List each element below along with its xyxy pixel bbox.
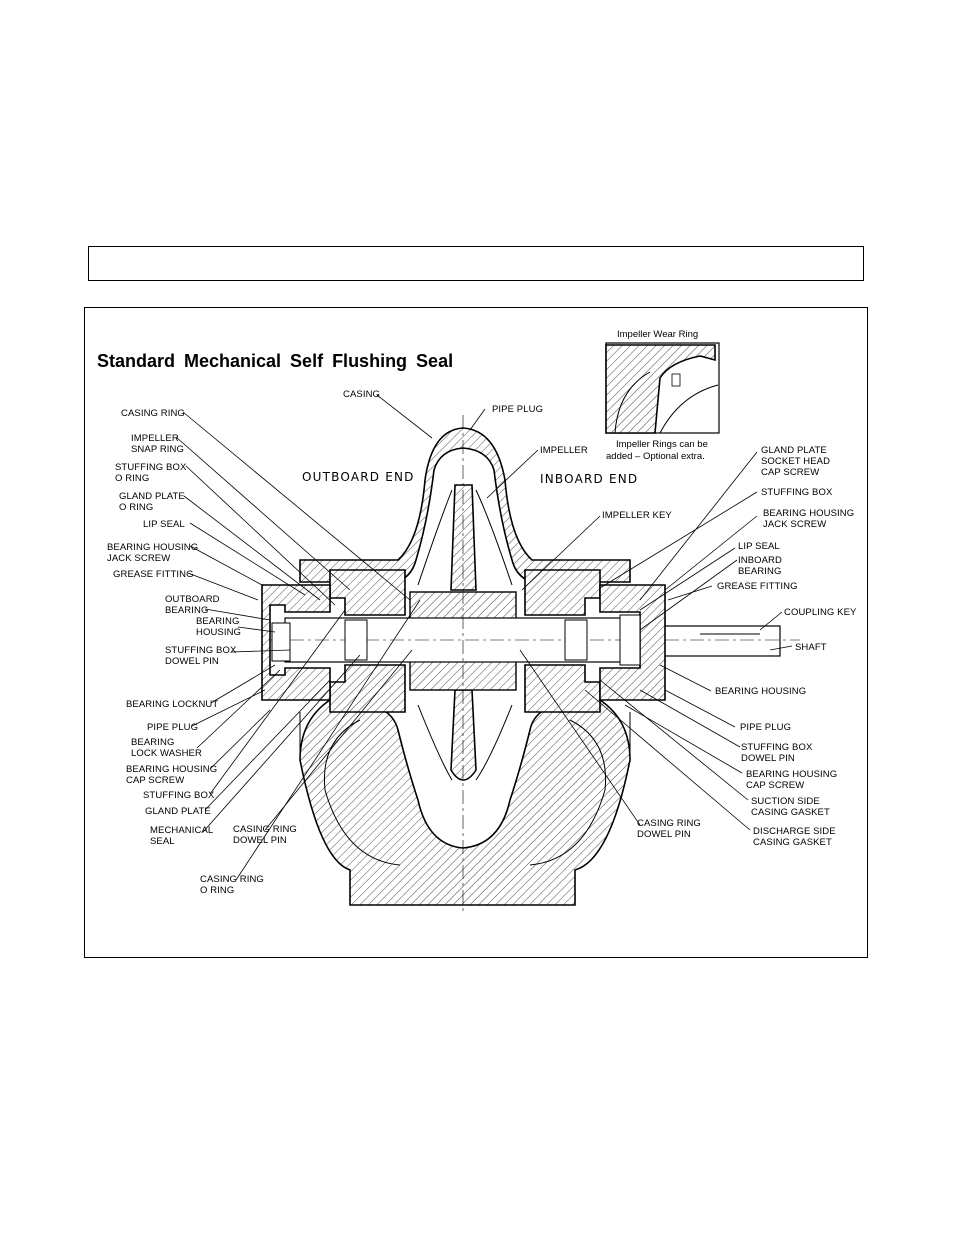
label-lip-seal-left: LIP SEAL <box>143 519 185 530</box>
label-gland-plate-o-ring-1: GLAND PLATE <box>119 491 185 502</box>
label-impeller-snap-ring-1: IMPELLER <box>131 433 179 444</box>
label-pipe-plug-left: PIPE PLUG <box>147 722 198 733</box>
leader-lines <box>175 394 793 881</box>
label-bh-cap-screw-right-2: CAP SCREW <box>746 780 804 791</box>
label-casing-ring-dowel-right-1: CASING RING <box>637 818 701 829</box>
label-lip-seal-right: LIP SEAL <box>738 541 780 552</box>
label-bearing-lock-washer-2: LOCK WASHER <box>131 748 202 759</box>
inboard-end-label: INBOARD END <box>540 472 638 486</box>
label-stuffing-box-o-ring-1: STUFFING BOX <box>115 462 187 473</box>
label-coupling-key: COUPLING KEY <box>784 607 857 618</box>
label-sb-dowel-right-2: DOWEL PIN <box>741 753 795 764</box>
label-bearing-housing-left-1: BEARING <box>196 616 239 627</box>
label-suction-gasket-2: CASING GASKET <box>751 807 830 818</box>
label-gland-plate-o-ring-2: O RING <box>119 502 153 513</box>
outboard-end-label: OUTBOARD END <box>302 470 415 484</box>
label-sb-dowel-right-1: STUFFING BOX <box>741 742 813 753</box>
label-grease-fitting-right: GREASE FITTING <box>717 581 798 592</box>
label-inboard-bearing-2: BEARING <box>738 566 781 577</box>
label-gland-plate-shcs-1: GLAND PLATE <box>761 445 827 456</box>
label-casing-ring-dowel-right-2: DOWEL PIN <box>637 829 691 840</box>
label-bearing-lock-washer-1: BEARING <box>131 737 174 748</box>
inset-title: Impeller Wear Ring <box>617 329 698 340</box>
label-inboard-bearing-1: INBOARD <box>738 555 782 566</box>
label-bh-cap-screw-left-1: BEARING HOUSING <box>126 764 217 775</box>
diagram-title: Standard Mechanical Self Flushing Seal <box>97 351 453 371</box>
inset-note-line2: added – Optional extra. <box>606 451 705 462</box>
diagram-frame <box>84 307 868 958</box>
label-impeller-snap-ring-2: SNAP RING <box>131 444 184 455</box>
label-casing: CASING <box>343 389 380 400</box>
label-stuffing-box-left: STUFFING BOX <box>143 790 215 801</box>
label-mechanical-seal-1: MECHANICAL <box>150 825 213 836</box>
label-discharge-gasket-1: DISCHARGE SIDE <box>753 826 836 837</box>
label-casing-ring-dowel-left-2: DOWEL PIN <box>233 835 287 846</box>
casing-drawing <box>299 427 631 906</box>
empty-header-box <box>88 246 864 281</box>
label-discharge-gasket-2: CASING GASKET <box>753 837 832 848</box>
label-bh-jack-screw-left-2: JACK SCREW <box>107 553 170 564</box>
impeller-wear-ring-inset: Impeller Wear Ring Impeller Rings can be… <box>605 329 720 462</box>
label-bh-jack-screw-right-2: JACK SCREW <box>763 519 826 530</box>
label-pipe-plug-right: PIPE PLUG <box>740 722 791 733</box>
label-bh-jack-screw-right-1: BEARING HOUSING <box>763 508 854 519</box>
label-pipe-plug-top: PIPE PLUG <box>492 404 543 415</box>
label-sb-dowel-left-2: DOWEL PIN <box>165 656 219 667</box>
label-impeller: IMPELLER <box>540 445 588 456</box>
label-bearing-housing-left-2: HOUSING <box>196 627 241 638</box>
housings <box>261 569 666 760</box>
label-sb-dowel-left-1: STUFFING BOX <box>165 645 237 656</box>
label-stuffing-box-right: STUFFING BOX <box>761 487 833 498</box>
label-bearing-locknut: BEARING LOCKNUT <box>126 699 218 710</box>
label-outboard-bearing-1: OUTBOARD <box>165 594 220 605</box>
label-bh-jack-screw-left-1: BEARING HOUSING <box>107 542 198 553</box>
label-grease-fitting-left: GREASE FITTING <box>113 569 194 580</box>
label-outboard-bearing-2: BEARING <box>165 605 208 616</box>
label-shaft: SHAFT <box>795 642 827 653</box>
label-bh-cap-screw-left-2: CAP SCREW <box>126 775 184 786</box>
label-gland-plate-shcs-3: CAP SCREW <box>761 467 819 478</box>
label-casing-ring-dowel-left-1: CASING RING <box>233 824 297 835</box>
label-casing-ring-o-ring-2: O RING <box>200 885 234 896</box>
label-stuffing-box-o-ring-2: O RING <box>115 473 149 484</box>
label-suction-gasket-1: SUCTION SIDE <box>751 796 820 807</box>
label-bearing-housing-right: BEARING HOUSING <box>715 686 806 697</box>
label-gland-plate-shcs-2: SOCKET HEAD <box>761 456 830 467</box>
label-mechanical-seal-2: SEAL <box>150 836 175 847</box>
inset-note-line1: Impeller Rings can be <box>616 439 708 450</box>
label-bh-cap-screw-right-1: BEARING HOUSING <box>746 769 837 780</box>
label-casing-ring-o-ring-1: CASING RING <box>200 874 264 885</box>
label-impeller-key: IMPELLER KEY <box>602 510 672 521</box>
label-casing-ring: CASING RING <box>121 408 185 419</box>
label-gland-plate-left: GLAND PLATE <box>145 806 211 817</box>
